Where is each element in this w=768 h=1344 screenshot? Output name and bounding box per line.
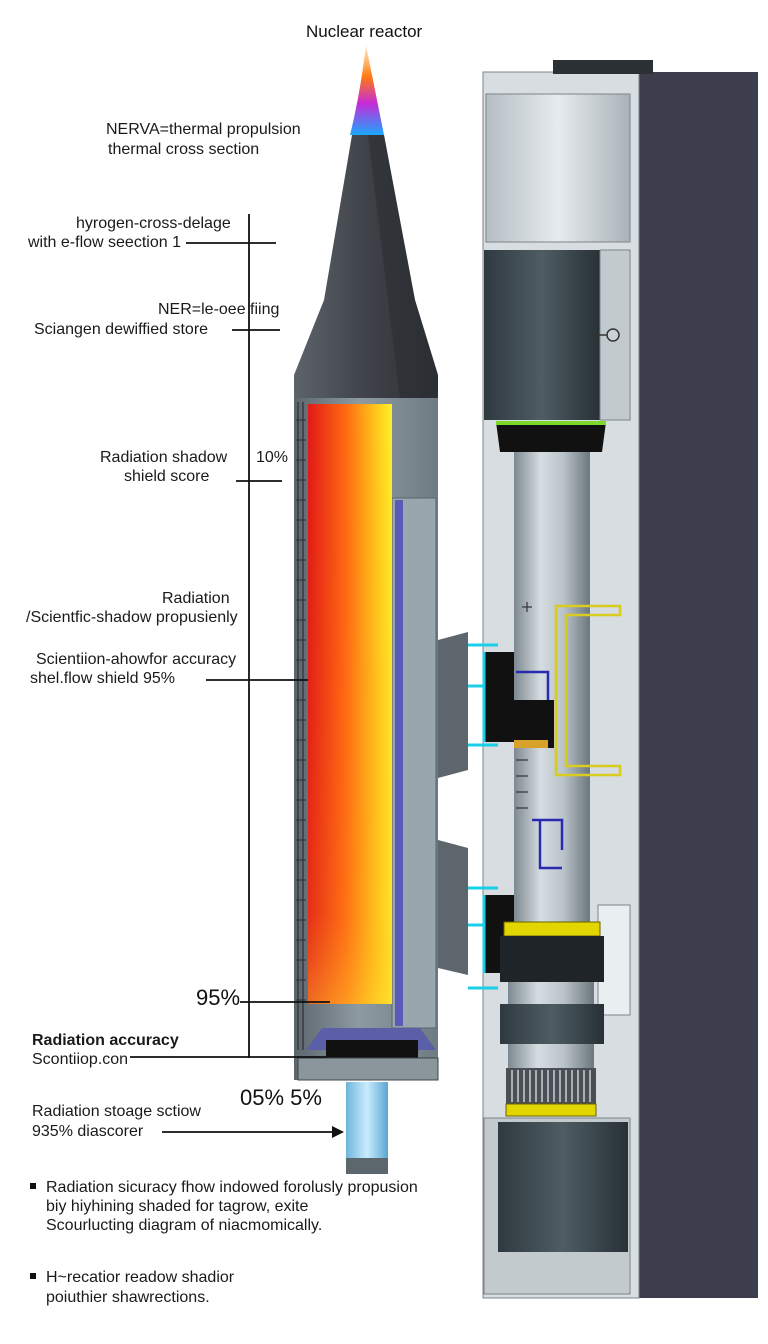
note-2-line2: poiuthier shawrections. — [46, 1289, 210, 1306]
nozzle-tip — [346, 1158, 388, 1174]
yellow-band-upper — [503, 921, 601, 937]
cross-section-assembly — [468, 60, 758, 1299]
top-chamber — [485, 93, 631, 243]
label-nerva-line1: NERVA=thermal propulsion — [106, 121, 301, 138]
label-radiation-line1: Radiation — [162, 590, 230, 607]
label-radiation-line2: /Scientfic-shadow propusienly — [26, 609, 238, 626]
bullet-square-icon — [30, 1272, 36, 1279]
label-scient-line2: shel.flow shield 95% — [30, 670, 175, 687]
coil-stripes — [511, 1070, 591, 1102]
nose-cone-shade — [368, 135, 438, 400]
label-nerva-line2: thermal cross section — [108, 141, 260, 158]
pipe-bottom-segment — [508, 1044, 594, 1068]
shell-blue-strip — [395, 500, 403, 1026]
note-2-line1-text: H~recatior readow shadior — [46, 1269, 235, 1286]
label-percent-10: 10% — [256, 449, 289, 466]
pipe-tick-marks — [516, 602, 532, 809]
note-1-line3: Scourlucting diagram of niacmomically. — [46, 1217, 323, 1234]
label-hydrogen-line2: with e-flow seection 1 — [28, 234, 181, 251]
label-ner-line2: Sciangen dewiffied store — [34, 321, 209, 338]
shell-tick-marks — [296, 419, 306, 1001]
coil-band — [506, 1068, 596, 1104]
label-hydrogen-line1: hyrogen-cross-delage — [76, 215, 231, 232]
dark-cylinder-middle — [500, 936, 604, 982]
note-2-line1: H~recatior readow shadior — [30, 1268, 234, 1287]
lower-side-fin — [438, 840, 468, 975]
reactor-core-glow — [308, 404, 392, 1004]
yellow-linkage — [554, 604, 622, 777]
note-1-line1: Radiation sicuracy fhow indowed forolusl… — [30, 1178, 418, 1197]
pin-marker — [606, 328, 620, 342]
blue-linkage — [516, 670, 564, 870]
label-percent-05: 05% 5% — [240, 1085, 322, 1110]
green-collar — [496, 422, 606, 452]
label-storage-line1: Radiation stoage sctiow — [32, 1103, 201, 1120]
label-accuracy-line2: Scontiiop.con — [32, 1051, 129, 1068]
rocket-assembly — [294, 45, 468, 1174]
arrow-head — [332, 1126, 344, 1138]
cyan-connectors — [468, 643, 498, 990]
control-block-upper — [484, 652, 514, 742]
pipe-lower-segment — [508, 982, 594, 1004]
black-ring — [500, 1004, 604, 1044]
base-plate — [297, 1057, 439, 1081]
label-percent-95: 95% — [196, 985, 241, 1010]
exhaust-flame — [350, 45, 384, 135]
label-scient-line1: Scientiion-ahowfor accuracy — [36, 651, 237, 668]
dark-cylinder-upper — [484, 250, 600, 420]
label-accuracy-line1: Radiation accuracy — [32, 1032, 179, 1049]
bottom-dark-cylinder — [498, 1122, 628, 1252]
label-ner-line1: NER=le-oee fiing — [158, 301, 280, 318]
shell-rivets — [297, 402, 304, 1050]
label-radshadow-line2: shield score — [124, 468, 210, 485]
label-radshadow-line1: Radiation shadow — [100, 449, 228, 466]
diagram-title: Nuclear reactor — [306, 22, 423, 41]
green-collar-ring — [496, 421, 606, 425]
bullet-square-icon — [30, 1182, 36, 1189]
note-1-line2: biy hiyhining shaded for tagrow, exite — [46, 1198, 309, 1215]
dark-wall — [638, 72, 758, 1298]
base-dark-ring — [326, 1040, 418, 1060]
note-1-line1-text: Radiation sicuracy fhow indowed forolusl… — [46, 1179, 418, 1196]
yellow-band-lower — [505, 1103, 597, 1117]
top-cap — [553, 60, 653, 74]
label-storage-line2: 935% diascorer — [32, 1123, 144, 1140]
gold-bracket — [514, 740, 548, 748]
exhaust-nozzle — [346, 1082, 388, 1162]
upper-side-fin — [438, 632, 468, 778]
leader-lines — [130, 214, 336, 1133]
